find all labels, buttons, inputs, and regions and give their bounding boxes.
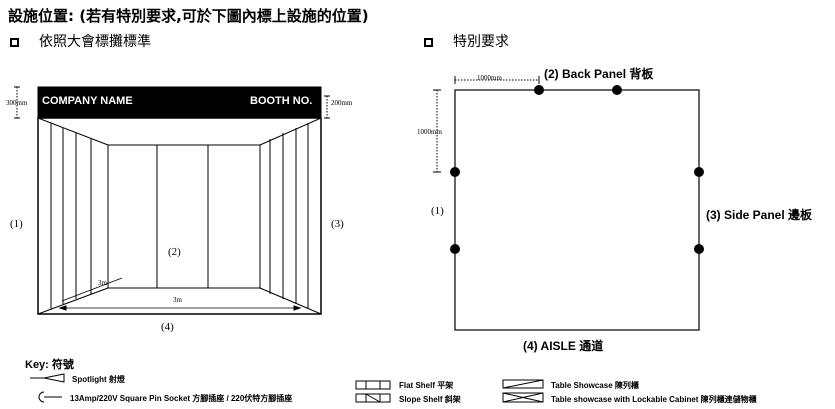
slope-shelf-icon	[355, 393, 391, 403]
aisle-plan-label: (4) AISLE 通道	[523, 339, 604, 353]
special-checkbox[interactable]	[424, 37, 433, 47]
plan-point	[694, 167, 704, 177]
key-showcase: Table Showcase 陳列櫃	[551, 381, 639, 390]
plan-dim-left: 1000mm	[417, 128, 442, 136]
option-standard[interactable]: 依照大會標攤標準	[10, 31, 151, 51]
left-wall-label: (1)	[10, 218, 23, 230]
plan-point	[450, 244, 460, 254]
key-title: Key: 符號	[25, 359, 74, 371]
key-icons	[30, 373, 544, 403]
key-showcase-lock: Table showcase with Lockable Cabinet 陳列櫃…	[551, 395, 757, 404]
plan-dim-top: 1000mm	[477, 74, 502, 82]
key-spotlight: Spotlight 射燈	[72, 375, 125, 384]
company-name-label: COMPANY NAME	[42, 95, 133, 107]
side-panel-label: (3) Side Panel 邊板	[706, 208, 813, 222]
plan-outline	[454, 89, 700, 331]
booth-no-label: BOOTH NO.	[250, 95, 313, 107]
booth-frame	[37, 117, 322, 315]
fascia-height-right: 200mm	[331, 99, 353, 107]
flat-shelf-icon	[355, 380, 391, 390]
key-flat-shelf: Flat Shelf 平架	[399, 381, 454, 390]
form-title: 設施位置: (若有特別要求,可於下圖內標上設施的位置)	[8, 7, 369, 25]
standard-booth-drawing	[14, 86, 330, 315]
back-wall-label: (2)	[168, 246, 181, 258]
depth-dimension: 3m	[98, 279, 107, 287]
plan-left-label: (1)	[431, 205, 444, 217]
option-special-label: 特別要求	[453, 34, 509, 50]
fascia-board	[37, 86, 322, 119]
back-wall	[107, 144, 261, 289]
showcase-lock-icon	[502, 392, 544, 403]
fascia-height-left: 300mm	[6, 99, 28, 107]
width-dimension: 3m	[173, 296, 182, 304]
option-special[interactable]: 特別要求	[424, 31, 509, 51]
special-booth-plan	[433, 76, 704, 331]
plan-point	[534, 85, 544, 95]
plan-point	[612, 85, 622, 95]
plan-point	[694, 244, 704, 254]
standard-checkbox[interactable]	[10, 37, 19, 47]
plan-point	[450, 167, 460, 177]
right-wall-label: (3)	[331, 218, 344, 230]
showcase-icon	[502, 379, 544, 389]
key-slope-shelf: Slope Shelf 斜架	[399, 395, 461, 404]
option-standard-label: 依照大會標攤標準	[39, 34, 151, 50]
key-socket: 13Amp/220V Square Pin Socket 方腳插座 / 220伏…	[70, 394, 293, 403]
spotlight-icon	[43, 373, 65, 383]
back-panel-label: (2) Back Panel 背板	[544, 67, 654, 81]
aisle-label: (4)	[161, 321, 174, 333]
socket-icon	[38, 391, 45, 403]
